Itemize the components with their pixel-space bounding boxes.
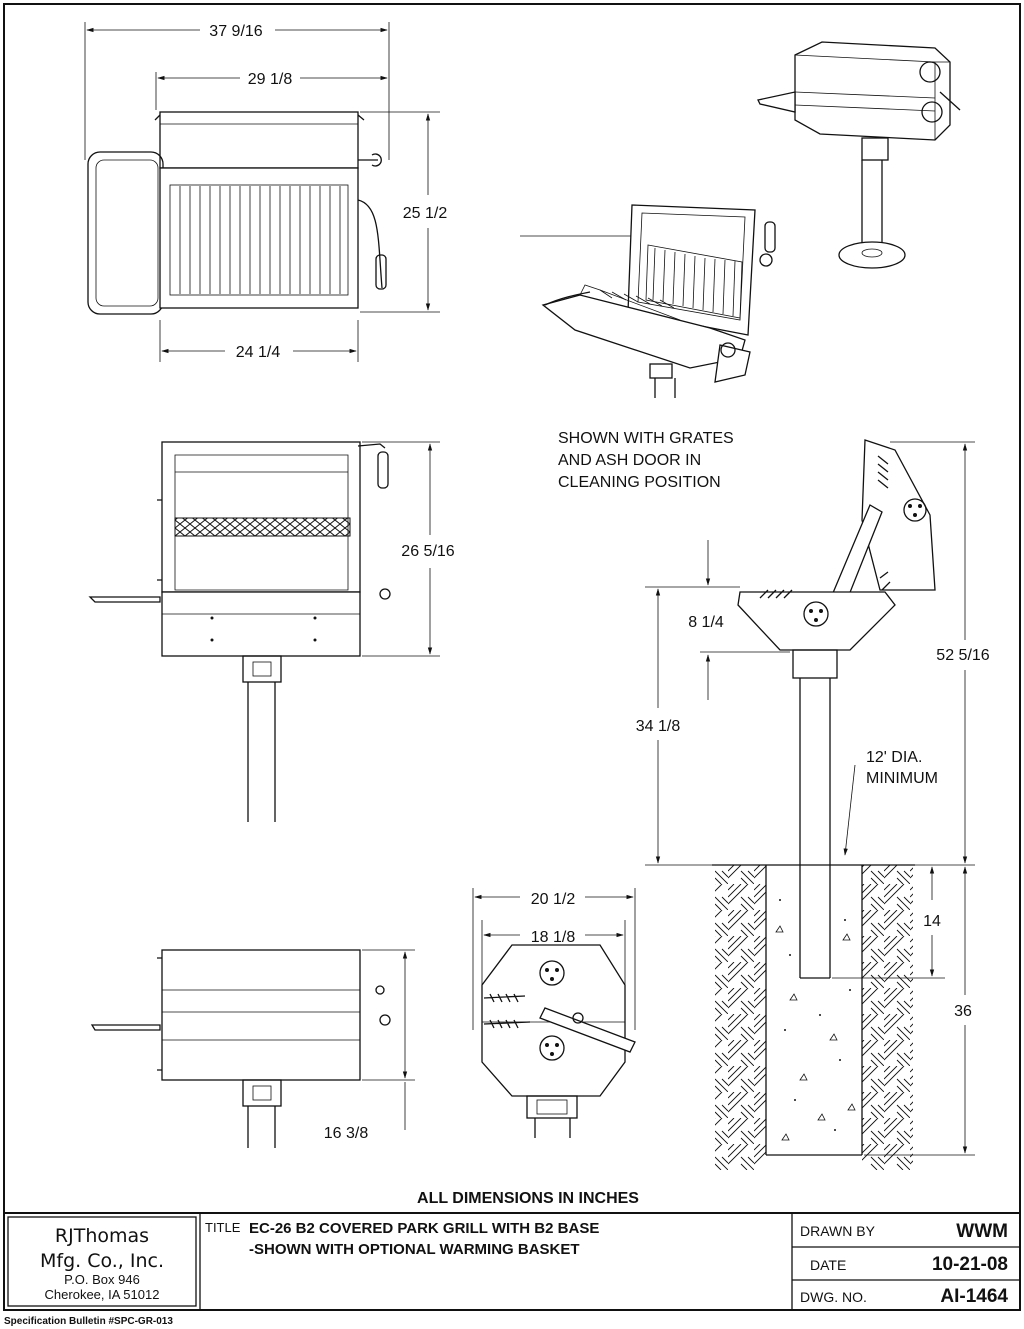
top-view (84, 22, 440, 362)
dim-top-base-width: 24 1/4 (236, 344, 281, 361)
title-label: TITLE (205, 1220, 241, 1235)
title-line1: EC-26 B2 COVERED PARK GRILL WITH B2 BASE (249, 1220, 599, 1237)
dim-side-inner-width: 18 1/8 (531, 929, 576, 946)
dim-grill-height: 34 1/8 (636, 718, 681, 735)
note-hole-diameter: 12' DIA. (866, 749, 922, 766)
dim-hole-depth: 36 (954, 1003, 972, 1020)
dim-firebox-depth: 8 1/4 (688, 614, 724, 631)
dim-embed-depth: 14 (923, 913, 941, 930)
note-cleaning-line2: AND ASH DOOR IN (558, 452, 701, 469)
dim-top-body-width: 29 1/8 (248, 71, 293, 88)
note-cleaning-line1: SHOWN WITH GRATES (558, 430, 734, 447)
company-name-line1: RJThomas (55, 1225, 149, 1247)
dim-front-height: 26 5/16 (401, 543, 454, 560)
note-hole-minimum: MINIMUM (866, 770, 938, 787)
specification-bulletin: Specification Bulletin #SPC-GR-013 (4, 1316, 173, 1327)
company-address-line2: Cherokee, IA 51012 (45, 1287, 160, 1302)
title-line2: -SHOWN WITH OPTIONAL WARMING BASKET (249, 1241, 580, 1258)
dim-top-overall-width: 37 9/16 (209, 23, 262, 40)
date-label: DATE (810, 1257, 846, 1273)
drawing-number-value: AI-1464 (940, 1286, 1008, 1307)
front-view (88, 441, 440, 822)
note-cleaning-line3: CLEANING POSITION (558, 474, 721, 491)
sheet-border (3, 3, 1021, 1311)
drawn-by-label: DRAWN BY (800, 1223, 876, 1239)
closed-front-view (90, 949, 415, 1148)
side-view (472, 888, 636, 1138)
title-block (4, 1212, 1020, 1310)
company-address-line1: P.O. Box 946 (64, 1272, 140, 1287)
grill-iso-view (757, 41, 961, 269)
dim-overall-height: 52 5/16 (936, 647, 989, 664)
cleaning-position-iso-view (520, 204, 776, 398)
installed-side-view (645, 439, 975, 1170)
date-value: 10-21-08 (932, 1254, 1008, 1275)
drawn-by-value: WWM (956, 1221, 1008, 1242)
dim-closed-height: 16 3/8 (324, 1125, 369, 1142)
company-name-line2: Mfg. Co., Inc. (40, 1250, 164, 1272)
dim-top-height: 25 1/2 (403, 205, 448, 222)
drawing-number-label: DWG. NO. (800, 1289, 867, 1305)
dim-side-outer-width: 20 1/2 (531, 891, 576, 908)
note-all-dimensions: ALL DIMENSIONS IN INCHES (417, 1190, 639, 1207)
